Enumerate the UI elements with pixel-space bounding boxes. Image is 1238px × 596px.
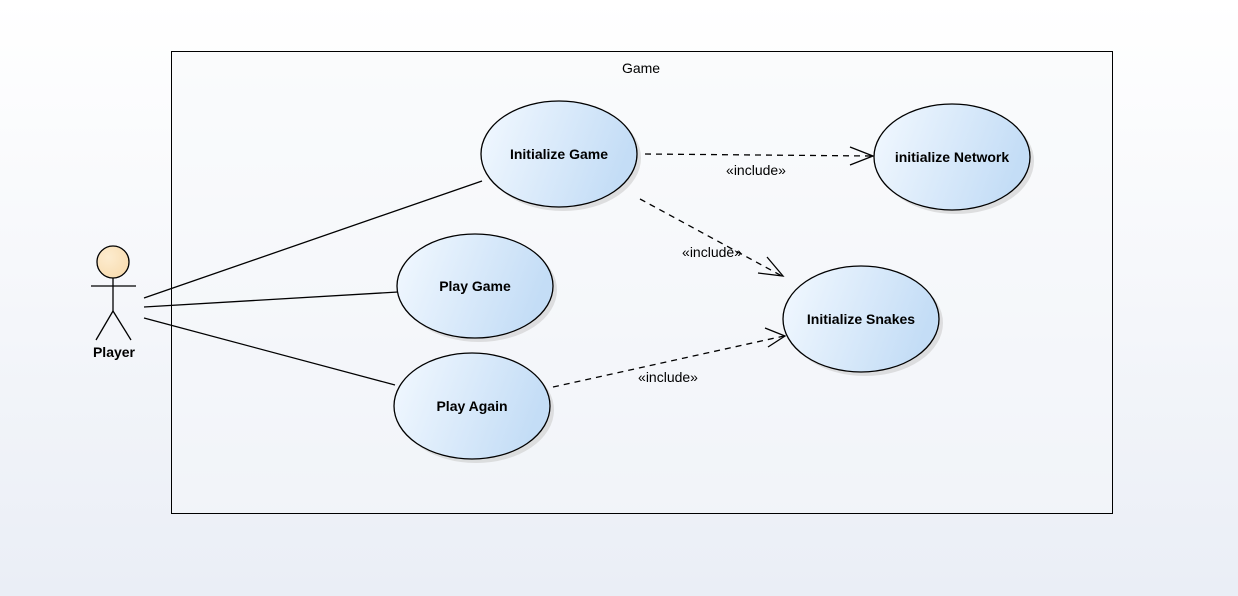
include-line	[644, 153, 873, 157]
usecase-label: Play Again	[436, 398, 507, 414]
actor-head-icon	[96, 245, 130, 279]
include-relations: «include» «include» «include»	[552, 146, 875, 388]
actor-left-leg	[95, 310, 114, 341]
system-boundary-title: Game	[622, 60, 660, 76]
usecase-label: initialize Network	[895, 149, 1010, 165]
usecase-label: Play Game	[439, 278, 511, 294]
include-play-again-to-snakes[interactable]: «include»	[552, 327, 787, 388]
include-label: «include»	[726, 162, 786, 178]
usecase-initialize-network[interactable]: initialize Network	[873, 103, 1034, 214]
include-initialize-game-to-network[interactable]: «include»	[644, 146, 875, 178]
usecase-initialize-snakes[interactable]: Initialize Snakes	[782, 265, 943, 376]
usecase-ellipse	[396, 233, 554, 339]
include-initialize-game-to-snakes[interactable]: «include»	[639, 198, 785, 277]
include-label: «include»	[682, 244, 742, 260]
use-cases: Initialize Game Play Game Play Again ini…	[393, 100, 1034, 463]
usecase-play-again[interactable]: Play Again	[393, 352, 554, 463]
open-arrowhead-icon	[849, 146, 875, 166]
usecase-ellipse	[873, 103, 1031, 211]
open-arrowhead-icon	[757, 256, 785, 277]
usecase-label: Initialize Game	[510, 146, 608, 162]
usecase-ellipse	[480, 100, 638, 208]
open-arrowhead-icon	[764, 327, 787, 348]
association-player-play-again[interactable]	[143, 317, 396, 386]
usecase-label: Initialize Snakes	[807, 311, 915, 327]
usecase-play-game[interactable]: Play Game	[396, 233, 557, 342]
association-player-play-game[interactable]	[143, 291, 399, 308]
usecase-ellipse	[782, 265, 940, 373]
association-player-initialize-game[interactable]	[143, 180, 483, 299]
actor-right-leg	[112, 310, 132, 341]
usecase-initialize-game[interactable]: Initialize Game	[480, 100, 641, 211]
include-line	[639, 198, 783, 277]
usecase-ellipse	[393, 352, 551, 460]
associations	[143, 180, 483, 386]
actor-player[interactable]: Player	[91, 245, 136, 360]
include-label: «include»	[638, 369, 698, 385]
actor-label: Player	[93, 344, 136, 360]
